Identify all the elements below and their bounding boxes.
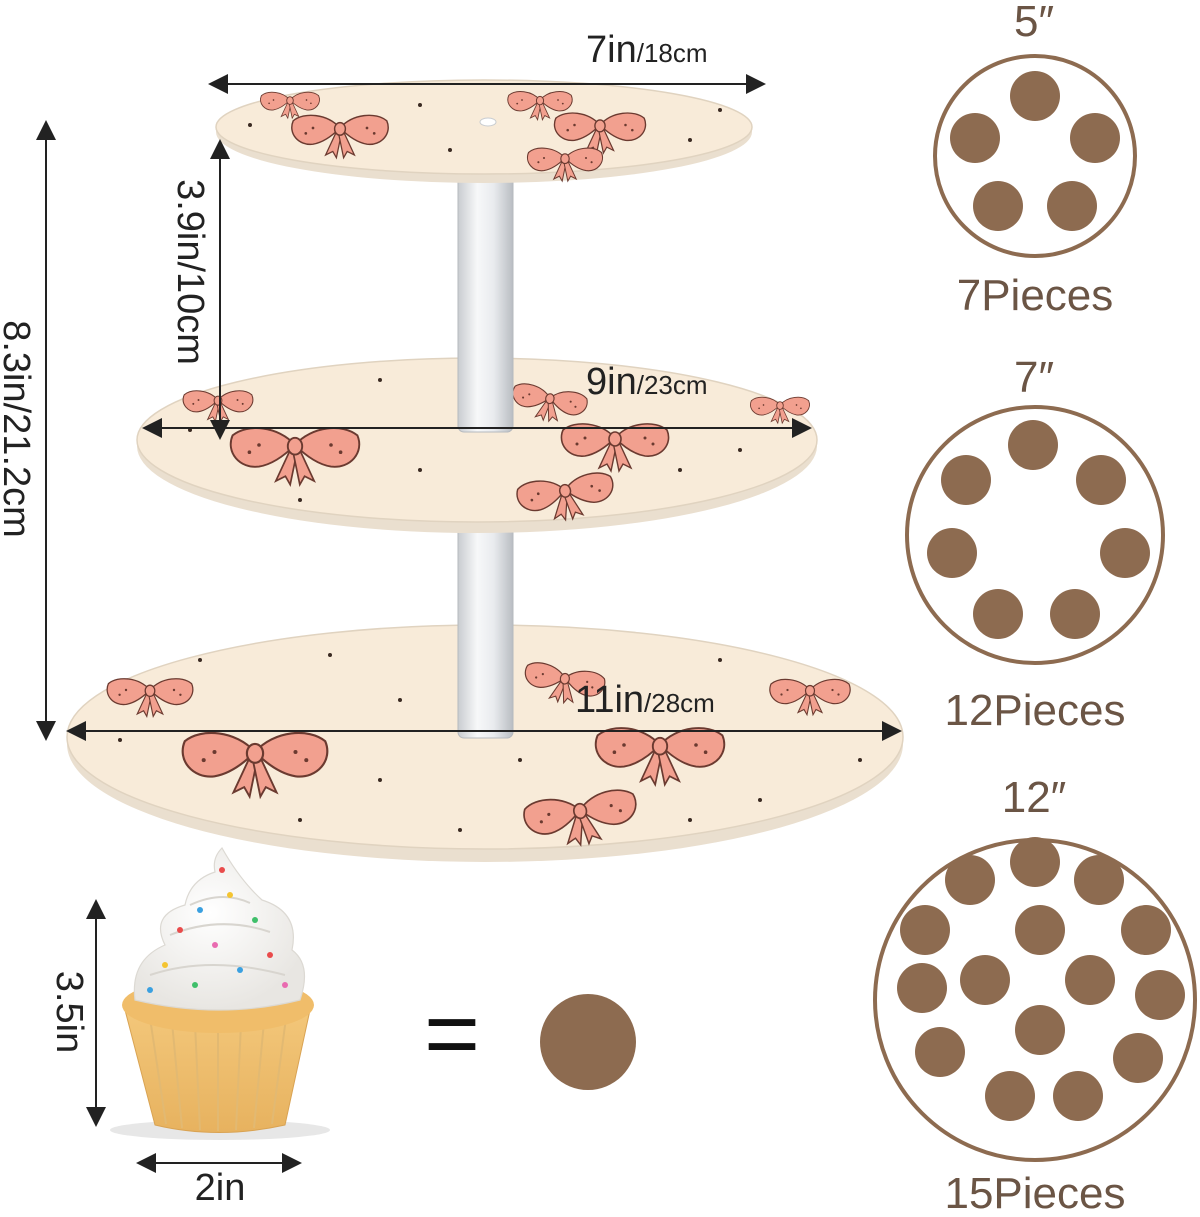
- svg-text:11in/28cm: 11in/28cm: [575, 679, 715, 721]
- capacity-5in: 5″ 7Pieces: [933, 0, 1137, 320]
- svg-text:9in/23cm: 9in/23cm: [586, 361, 708, 403]
- capacity-7in-size: 7″: [1014, 353, 1054, 402]
- equals-sign: =: [424, 980, 480, 1087]
- capacity-5in-size: 5″: [1014, 0, 1054, 46]
- capacity-5in-label: 7Pieces: [957, 271, 1114, 320]
- top-width-sub: /18cm: [637, 38, 708, 68]
- middle-width-main: 9in: [586, 361, 637, 403]
- cupcake-height-label: 3.5in: [48, 971, 90, 1053]
- capacity-12in: 12″ 15Pieces: [873, 773, 1197, 1217]
- capacity-12in-label: 15Pieces: [944, 1169, 1125, 1217]
- lower-pole: [457, 511, 514, 739]
- capacity-5in-dots: [950, 71, 1120, 231]
- middle-width-sub: /23cm: [637, 370, 708, 400]
- cupcake-width-label: 2in: [195, 1167, 246, 1209]
- bottom-width-main: 11in: [575, 679, 644, 721]
- upper-pole: [457, 169, 514, 433]
- cake-stand: [66, 79, 904, 862]
- capacity-7in-label: 12Pieces: [944, 686, 1125, 735]
- cupcake-illustration: [110, 847, 330, 1140]
- capacity-12in-size: 12″: [1002, 773, 1067, 822]
- total-height-label: 8.3in/21.2cm: [0, 320, 37, 538]
- top-tier: [215, 79, 753, 183]
- top-width-main: 7in: [586, 29, 637, 71]
- capacity-7in: 7″ 12Pieces: [905, 353, 1165, 735]
- tier-gap-label: 3.9in/10cm: [169, 179, 211, 365]
- capacity-7in-dots: [927, 420, 1150, 639]
- bottom-width-sub: /28cm: [644, 688, 715, 718]
- middle-tier: [136, 357, 818, 533]
- cupcake-dot: [540, 994, 636, 1090]
- svg-text:7in/18cm: 7in/18cm: [586, 29, 708, 71]
- dimension-arrows: [36, 74, 902, 1173]
- capacity-12in-dots: [897, 837, 1185, 1121]
